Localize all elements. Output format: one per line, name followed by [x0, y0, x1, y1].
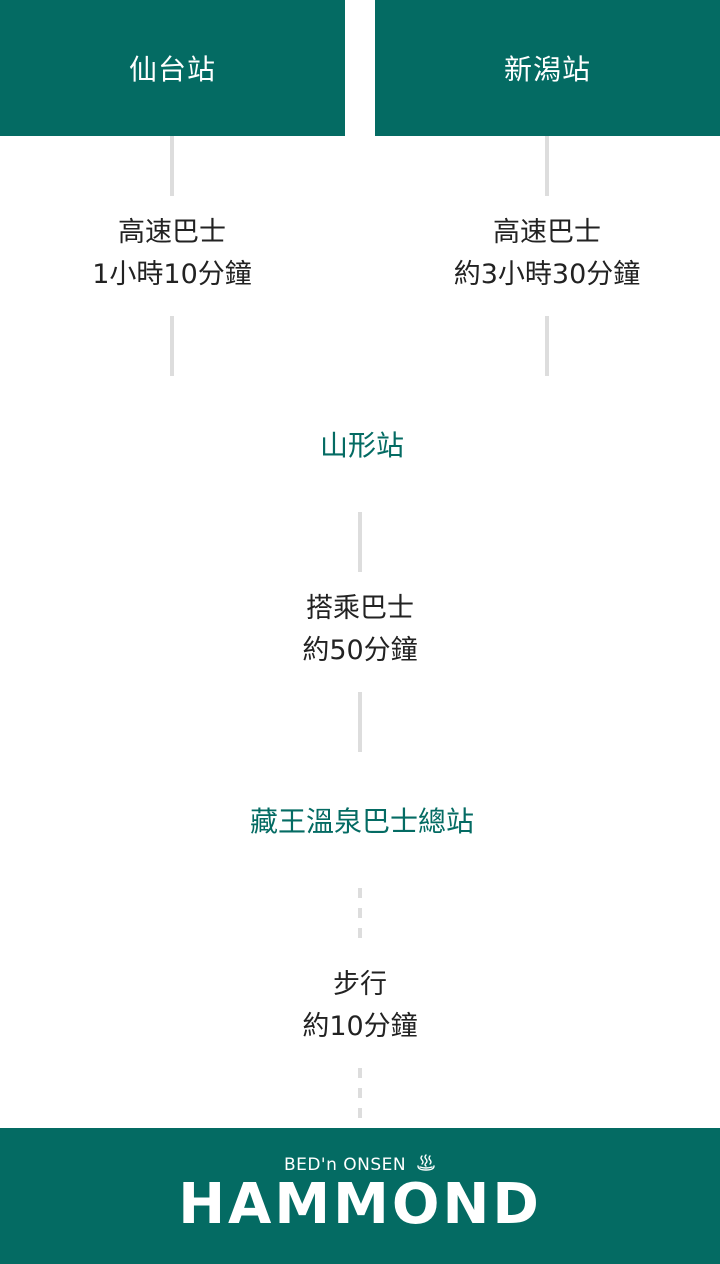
leg-duration: 1小時10分鐘 [92, 259, 252, 290]
origin-label: 仙台站 [128, 53, 216, 86]
connector-line [545, 136, 549, 196]
brand-subtitle-text: BED'n ONSEN [283, 1155, 407, 1175]
connector-line [545, 316, 549, 376]
station-zao-onsen-bus-terminal: 藏王溫泉巴士總站 [249, 805, 475, 838]
connector-line [170, 136, 174, 196]
leg-mode: 高速巴士 [492, 217, 601, 248]
leg-mode: 搭乘巴士 [305, 593, 414, 624]
leg-duration: 約50分鐘 [302, 635, 418, 666]
connector-line [170, 316, 174, 376]
leg-niigata-yamagata: 高速巴士 約3小時30分鐘 [454, 212, 641, 296]
leg-sendai-yamagata: 高速巴士 1小時10分鐘 [92, 212, 252, 296]
leg-yamagata-zao: 搭乘巴士 約50分鐘 [302, 588, 417, 672]
origin-sendai-station: 仙台站 [0, 0, 345, 136]
leg-duration: 約10分鐘 [302, 1011, 418, 1042]
connector-line [358, 692, 362, 752]
onsen-icon [416, 1154, 436, 1177]
leg-mode: 高速巴士 [117, 217, 226, 248]
dashed-connector-line [358, 1068, 362, 1128]
connector-line [358, 512, 362, 572]
destination-hammond: BED'n ONSEN HAMMOND [0, 1128, 720, 1264]
brand-logo-text: HAMMOND [178, 1172, 542, 1237]
leg-duration: 約3小時30分鐘 [453, 259, 641, 290]
dashed-connector-line [358, 888, 362, 948]
brand-subtitle: BED'n ONSEN [0, 1154, 720, 1177]
origin-niigata-station: 新潟站 [375, 0, 720, 136]
origin-label: 新潟站 [503, 53, 591, 86]
station-yamagata: 山形站 [319, 429, 405, 462]
leg-walk: 步行 約10分鐘 [302, 964, 417, 1048]
leg-mode: 步行 [332, 969, 387, 1000]
